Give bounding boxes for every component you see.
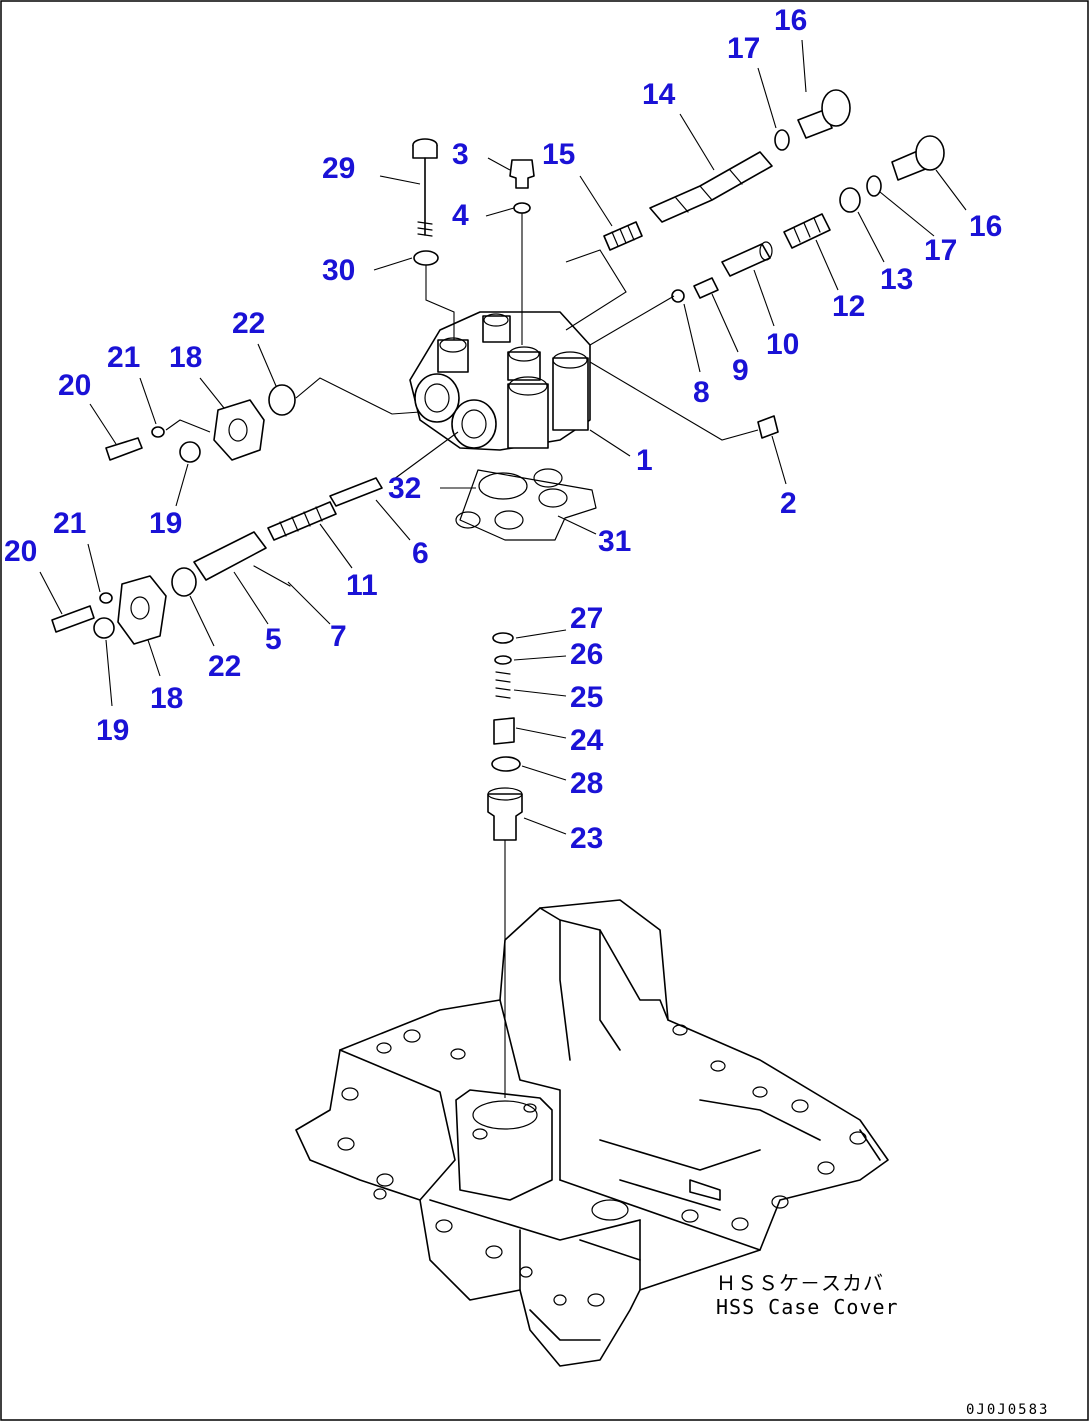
callout-6: 6 (412, 537, 429, 570)
part-17-ring (774, 129, 790, 151)
callout-8: 8 (693, 376, 710, 409)
part-4-ring (513, 202, 531, 214)
callout-5: 5 (265, 623, 282, 656)
part-20-bolt (105, 437, 143, 461)
part-14-spool (649, 151, 773, 223)
part-18-cover (213, 399, 265, 461)
part-16-plug-top (797, 89, 851, 139)
part-5-lever (193, 531, 267, 581)
part-18-cover-lower (117, 575, 167, 645)
part-11-spring (267, 501, 337, 541)
callout-20: 20 (58, 369, 91, 402)
callout-19: 19 (149, 507, 182, 540)
callout-18-lower: 18 (150, 682, 183, 715)
callout-20-lower: 20 (4, 535, 37, 568)
callout-30: 30 (322, 254, 355, 287)
part-3-plug (509, 159, 535, 189)
part-27-ring (492, 632, 514, 644)
part-15-spring (603, 221, 643, 251)
part-17-ring-right (866, 175, 882, 197)
part-10-spool (721, 241, 773, 277)
part-2-plug (757, 415, 779, 439)
callout-25: 25 (570, 681, 603, 714)
callout-16-right: 16 (969, 210, 1002, 243)
part-6-spool (329, 477, 383, 507)
part-22-ring-lower (171, 567, 197, 597)
part-7-pin (253, 565, 291, 587)
callout-14: 14 (642, 78, 676, 111)
part-8-ball (671, 289, 685, 303)
part-13-sleeve (839, 187, 861, 213)
callout-2: 2 (780, 487, 797, 520)
gasket (455, 468, 597, 541)
callout-12: 12 (832, 290, 865, 323)
part-19-seal (179, 441, 201, 463)
part-22-ring (268, 384, 296, 416)
callout-15: 15 (542, 138, 575, 171)
callout-22-lower: 22 (208, 650, 241, 683)
callout-3: 3 (452, 138, 469, 171)
callout-21-lower: 21 (53, 507, 86, 540)
callout-18: 18 (169, 341, 202, 374)
part-20-bolt-lower (51, 605, 95, 633)
part-21-washer (151, 426, 165, 438)
part-9-spring (693, 277, 719, 299)
part-30-ring (413, 250, 439, 266)
part-21-washer-lower (99, 592, 113, 604)
hss-case-cover (295, 899, 889, 1367)
caption-english: HSS Case Cover (716, 1295, 899, 1319)
callout-31: 31 (598, 525, 631, 558)
callout-7: 7 (330, 620, 347, 653)
part-12-spring (783, 213, 831, 249)
part-16-plug-right (891, 135, 945, 181)
figure-code: 0J0J0583 (966, 1402, 1049, 1418)
callout-17-right: 17 (924, 234, 957, 267)
callout-19-lower: 19 (96, 714, 129, 747)
part-25-spring (495, 671, 511, 699)
caption-japanese: ＨＳＳケ－スカバ (716, 1271, 884, 1295)
callout-23: 23 (570, 822, 603, 855)
callout-10: 10 (766, 328, 799, 361)
part-23-plug (487, 787, 523, 841)
part-28-ring (491, 756, 521, 772)
callout-9: 9 (732, 354, 749, 387)
callout-29: 29 (322, 152, 355, 185)
callout-21: 21 (107, 341, 140, 374)
callout-16: 16 (774, 4, 807, 37)
callout-11: 11 (346, 569, 378, 602)
callout-leaders (39, 39, 967, 835)
callout-1: 1 (636, 444, 653, 477)
callout-26: 26 (570, 638, 603, 671)
callout-4: 4 (452, 199, 469, 232)
callout-27: 27 (570, 602, 603, 635)
assembly-lines (165, 249, 759, 483)
callout-17: 17 (727, 32, 760, 65)
callout-13: 13 (880, 263, 913, 296)
part-24-spool (493, 717, 515, 745)
part-29-pin (412, 138, 438, 237)
part-26-spring (494, 655, 512, 665)
valve-body (409, 311, 591, 451)
callout-22: 22 (232, 307, 265, 340)
part-19-seal-lower (93, 617, 115, 639)
callout-28: 28 (570, 767, 603, 800)
callout-labels: 16 17 14 29 3 15 4 30 17 16 13 12 22 10 … (4, 4, 1002, 855)
callout-32: 32 (388, 472, 421, 505)
callout-24: 24 (570, 724, 604, 757)
